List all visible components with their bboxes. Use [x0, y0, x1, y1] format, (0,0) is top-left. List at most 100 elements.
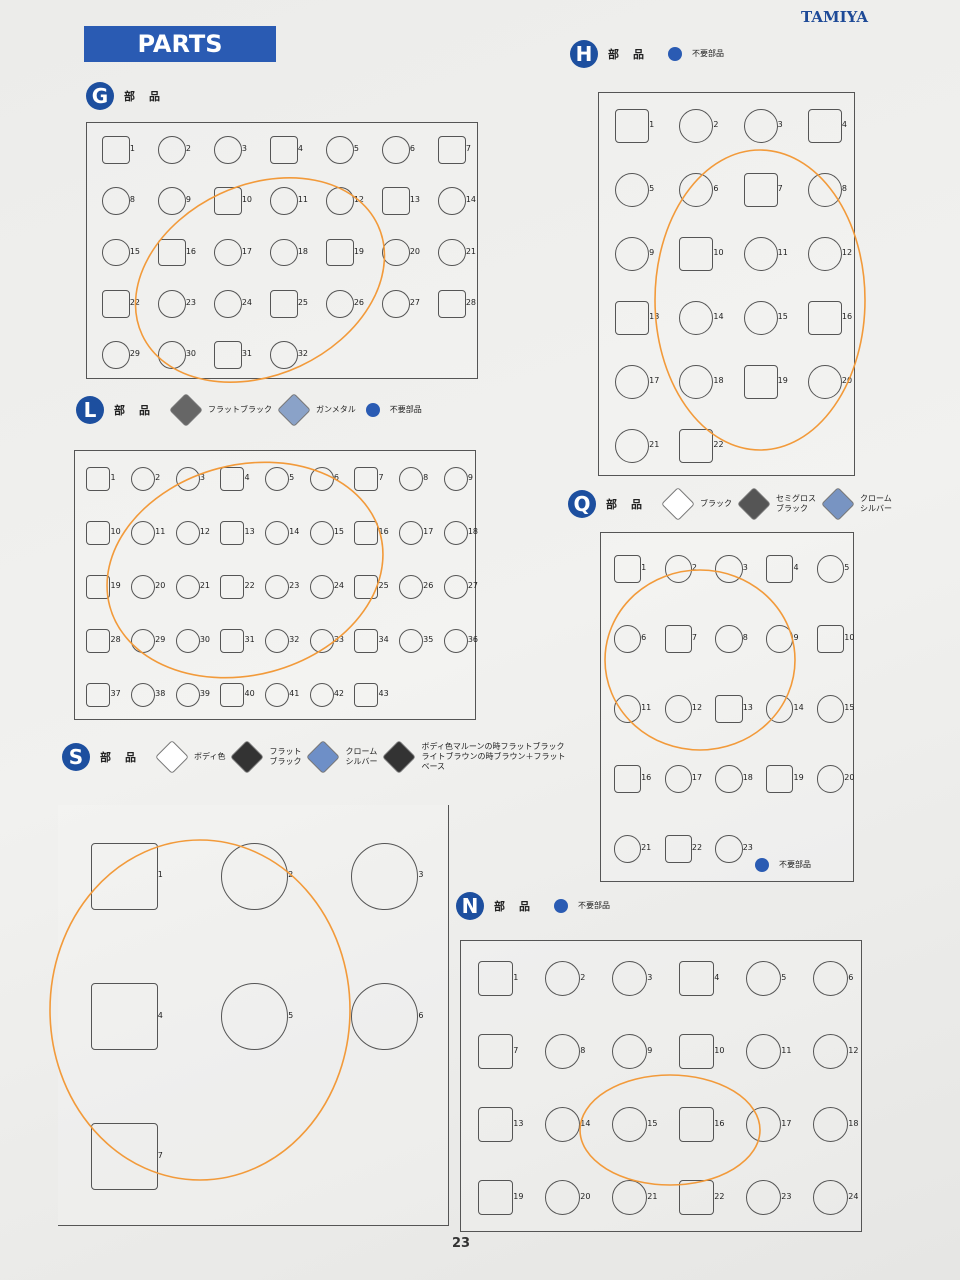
- part-number: 5: [288, 1010, 294, 1020]
- parts-label: 部品: [124, 90, 174, 103]
- part-shape: [477, 1179, 514, 1216]
- part-shape: [615, 173, 650, 207]
- part-number: 4: [841, 120, 847, 129]
- part-number: 11: [781, 1045, 792, 1055]
- part-number: 16: [185, 246, 197, 256]
- part-shape: [743, 109, 778, 143]
- part-shape: [477, 1033, 514, 1070]
- part-number: 32: [297, 349, 309, 359]
- part-shape: [86, 574, 111, 600]
- part-number: 10: [844, 633, 855, 642]
- part-number: 18: [467, 527, 479, 536]
- part-number: 13: [742, 703, 753, 712]
- part-number: 5: [649, 184, 655, 193]
- part-number: 29: [155, 635, 166, 644]
- part-number: 5: [353, 143, 359, 153]
- q-unused-legend: 不要部品: [755, 858, 811, 872]
- part-number: 14: [793, 703, 804, 712]
- part-number: 19: [793, 773, 804, 782]
- part-number: 16: [641, 773, 652, 782]
- part-number: 2: [691, 563, 697, 572]
- part-shape: [270, 187, 298, 215]
- part-shape: [175, 628, 200, 654]
- part-number: 12: [353, 195, 365, 205]
- part-number: 16: [841, 312, 853, 321]
- part-number: 20: [841, 376, 853, 385]
- part-number: 18: [742, 773, 753, 782]
- part-shape: [351, 982, 419, 1051]
- part-number: 9: [185, 195, 191, 205]
- legend-label: セミグロス ブラック: [776, 494, 816, 513]
- part-number: 21: [647, 1191, 658, 1201]
- part-number: 25: [378, 581, 389, 590]
- part-shape: [90, 1123, 158, 1191]
- section-badge: Q: [568, 490, 596, 518]
- part-shape: [354, 682, 379, 708]
- part-shape: [158, 135, 186, 164]
- legend-label: 不要部品: [389, 405, 422, 414]
- part-number: 9: [647, 1045, 653, 1055]
- part-shape: [816, 765, 845, 793]
- part-number: 23: [289, 581, 300, 590]
- part-number: 3: [418, 870, 424, 880]
- part-number: 40: [244, 689, 255, 698]
- part-number: 25: [297, 297, 309, 307]
- part-shape: [158, 341, 186, 370]
- part-shape: [438, 187, 466, 215]
- part-number: 42: [333, 689, 345, 698]
- part-number: 4: [714, 972, 720, 982]
- section-q-header: Q 部品 ブラック セミグロス ブラック クローム シルバー: [568, 487, 892, 521]
- legend-label: ガンメタル: [316, 405, 356, 414]
- part-number: 7: [777, 184, 783, 193]
- part-number: 11: [641, 703, 652, 712]
- section-badge: G: [86, 82, 114, 110]
- part-number: 18: [848, 1118, 859, 1128]
- part-shape: [812, 960, 849, 997]
- part-number: 21: [465, 246, 477, 256]
- part-shape: [679, 365, 714, 399]
- part-shape: [86, 466, 111, 492]
- part-shape: [351, 842, 419, 910]
- section-s-header: S 部品 ボディ色 フラット ブラック クローム シルバー ボディ色マルーンの時…: [62, 740, 565, 774]
- legend-label: ブラック: [700, 499, 732, 508]
- part-number: 31: [244, 635, 255, 644]
- part-shape: [130, 520, 156, 546]
- part-number: 4: [297, 143, 303, 153]
- part-number: 15: [129, 246, 141, 256]
- part-shape: [443, 574, 468, 600]
- legend-label: フラットブラック: [208, 405, 272, 414]
- part-shape: [130, 466, 156, 492]
- part-shape: [678, 1106, 715, 1143]
- part-shape: [86, 628, 111, 654]
- part-shape: [175, 682, 200, 708]
- part-number: 13: [409, 195, 421, 205]
- part-shape: [679, 237, 714, 271]
- part-shape: [715, 835, 743, 863]
- part-shape: [766, 695, 794, 723]
- part-number: 5: [844, 563, 850, 572]
- part-number: 34: [378, 635, 389, 644]
- part-number: 19: [777, 376, 788, 385]
- legend-label: クローム シルバー: [860, 494, 892, 513]
- part-number: 11: [777, 248, 788, 257]
- part-shape: [544, 960, 581, 997]
- part-number: 1: [110, 473, 116, 482]
- part-shape: [382, 187, 410, 215]
- part-shape: [678, 1033, 715, 1070]
- part-shape: [679, 301, 714, 335]
- part-number: 23: [742, 843, 753, 852]
- part-number: 17: [649, 376, 660, 385]
- part-shape: [309, 574, 334, 600]
- part-number: 1: [649, 120, 655, 129]
- part-number: 22: [129, 297, 141, 307]
- legend-label: 不要部品: [692, 49, 724, 58]
- part-number: 1: [513, 972, 519, 982]
- part-number: 14: [713, 312, 724, 321]
- part-number: 17: [691, 773, 703, 782]
- flat-black-swatch-icon: [230, 740, 265, 774]
- part-number: 37: [110, 689, 121, 698]
- section-badge: H: [570, 40, 598, 68]
